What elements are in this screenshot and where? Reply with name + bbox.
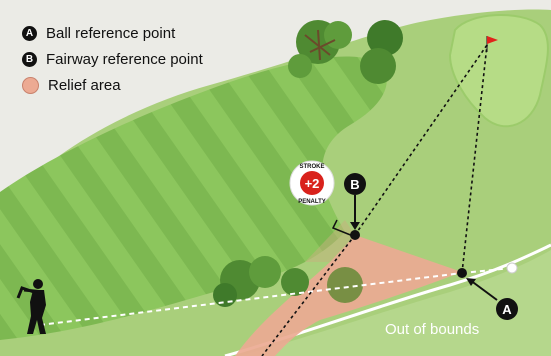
tree-cluster-top xyxy=(288,20,403,84)
club-length-bracket xyxy=(331,219,354,237)
stroke-penalty-badge: +2 STROKE PENALTY xyxy=(289,160,335,206)
golf-ball xyxy=(506,262,518,274)
marker-a: A xyxy=(496,298,518,320)
legend-label: Relief area xyxy=(48,77,121,94)
penalty-bottom-text: PENALTY xyxy=(298,199,326,205)
legend-item-fairway-reference: B Fairway reference point xyxy=(22,51,203,68)
putting-green xyxy=(448,14,549,128)
legend-label: Fairway reference point xyxy=(46,51,203,68)
golfer-icon xyxy=(16,279,46,334)
legend-badge-b: B xyxy=(22,52,37,67)
penalty-value: +2 xyxy=(305,176,320,191)
line-b-to-flag xyxy=(354,44,488,236)
pointer-a xyxy=(469,279,498,301)
penalty-top-text: STROKE xyxy=(299,164,324,170)
relief-area-swatch xyxy=(22,77,39,94)
out-of-bounds-label: Out of bounds xyxy=(385,321,480,338)
legend-label: Ball reference point xyxy=(46,25,176,42)
fairway xyxy=(0,56,387,341)
line-b-back xyxy=(261,234,356,356)
tree-cluster-bottom xyxy=(213,256,363,307)
reference-point-a xyxy=(457,268,467,278)
line-a-to-flag xyxy=(461,44,488,274)
legend-badge-a: A xyxy=(22,26,37,41)
marker-b: B xyxy=(344,173,366,195)
flag-icon xyxy=(487,36,498,44)
legend-item-relief-area: Relief area xyxy=(22,77,121,94)
reference-point-b xyxy=(350,230,360,240)
flight-line xyxy=(39,272,463,326)
legend-item-ball-reference: A Ball reference point xyxy=(22,25,175,42)
